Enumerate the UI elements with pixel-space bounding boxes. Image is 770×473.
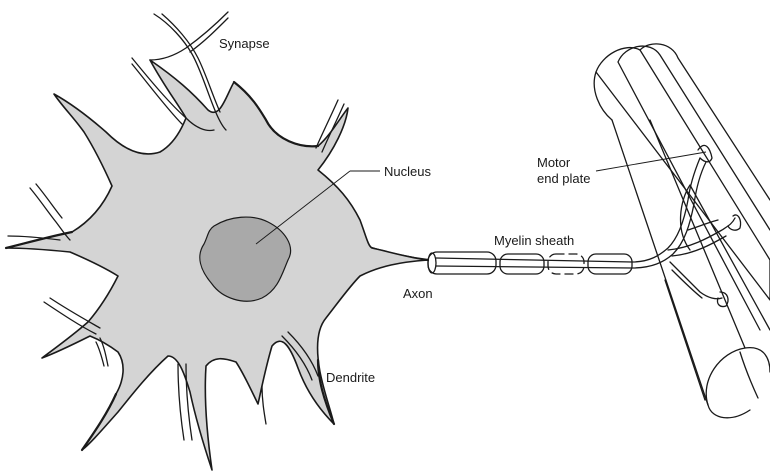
- axon-fiber-top: [436, 258, 632, 262]
- muscle-fiber-lower: [665, 185, 770, 400]
- motor-end-plate-leader: [596, 152, 706, 171]
- muscle-fibers: [594, 44, 770, 418]
- axon-label: Axon: [403, 286, 433, 301]
- dendrite-bottom-mid: [262, 386, 266, 424]
- dendrite-label: Dendrite: [326, 370, 375, 385]
- axon-fiber-bottom: [436, 266, 632, 268]
- end-plate-right: [728, 215, 741, 230]
- myelin-segment-4: [588, 254, 632, 274]
- motor-end-plate-label-line2: end plate: [537, 171, 591, 186]
- synapse-label: Synapse: [219, 36, 270, 51]
- dendrite-left-branch: [30, 184, 70, 240]
- myelin-segment-2: [500, 254, 544, 274]
- muscle-fiber-end: [706, 348, 770, 418]
- soma-edge-bottom-left: [82, 394, 116, 450]
- nucleus-label: Nucleus: [384, 164, 431, 179]
- myelin-segment-end: [428, 253, 436, 273]
- motor-end-plate-label-line1: Motor: [537, 155, 571, 170]
- myelin-sheath-label: Myelin sheath: [494, 233, 574, 248]
- terminal-branch-down-inner: [672, 270, 702, 298]
- terminal-branch-main-inner: [632, 162, 706, 268]
- myelin-segment-3: [548, 254, 584, 274]
- myelin-segment-1: [428, 252, 496, 274]
- muscle-fiber-end-inner: [740, 352, 758, 398]
